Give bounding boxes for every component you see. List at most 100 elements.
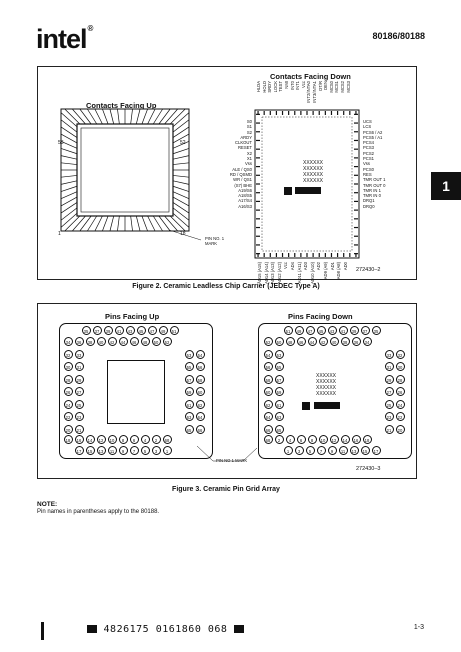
signal-label: WR / QS1 xyxy=(233,177,252,183)
pga-pin: 45 xyxy=(316,325,326,335)
pga-up-package xyxy=(59,323,213,459)
pga-pin: 32 xyxy=(63,349,73,359)
contact-pad xyxy=(354,131,358,133)
contact-pad xyxy=(355,111,357,115)
pga-pin: 65 xyxy=(184,424,194,434)
contact-pad xyxy=(354,244,358,246)
contact-pad xyxy=(306,253,308,257)
pga-pin: 16 xyxy=(74,434,84,444)
signal-label: UCS xyxy=(363,119,372,124)
pga-pin: 52 xyxy=(263,336,273,346)
contact-pad xyxy=(324,111,326,115)
pga-pin: 51 xyxy=(283,325,293,335)
pga-pin: 17 xyxy=(371,445,381,455)
pga-pin: 9 xyxy=(118,445,128,455)
pga-pin: 28 xyxy=(63,374,73,384)
pga-down-pin1-indicator xyxy=(302,402,310,410)
signal-label: HLDA xyxy=(256,81,261,93)
pga-pin: 57 xyxy=(184,374,194,384)
pga-pin: 25 xyxy=(74,399,84,409)
die-marking-line: XXXXXX xyxy=(303,172,324,178)
die-marking-line: XXXXXX xyxy=(316,385,337,391)
pga-pin: 11 xyxy=(107,445,117,455)
pga-pin: 33 xyxy=(74,349,84,359)
fig2-left-title: Contacts Facing Up xyxy=(86,101,157,110)
pga-pin: 8 xyxy=(118,434,128,444)
pga-pin: 26 xyxy=(395,387,405,396)
signal-label: AD9 (A9) xyxy=(323,262,328,280)
pin1-mark-label: PIN NO. 1 MARK xyxy=(205,236,225,246)
pga-pin: 27 xyxy=(74,387,84,396)
die-marking-line: XXXXXX xyxy=(303,166,324,172)
pga-down-marking-bar xyxy=(314,402,340,409)
pga-pin: 25 xyxy=(384,399,394,409)
signal-label: PCS1 xyxy=(363,156,374,162)
contact-pad xyxy=(256,174,260,176)
contact-pad xyxy=(354,148,358,150)
pga-pin: 63 xyxy=(184,412,194,421)
part-number: 80186/80188 xyxy=(372,31,425,41)
contact-pad xyxy=(354,157,358,159)
contact-pad xyxy=(354,253,358,255)
signal-label: S1 xyxy=(246,124,252,130)
contact-pad xyxy=(288,253,290,257)
fig2-doc-number: 272430–2 xyxy=(356,267,381,273)
pga-pin: 23 xyxy=(384,412,394,421)
contact-pad xyxy=(281,253,284,257)
pga-pin: 31 xyxy=(74,362,84,371)
signal-label: AD12 (A12) xyxy=(276,262,282,284)
pga-pin: 48 xyxy=(140,336,150,346)
pga-pin: 22 xyxy=(395,412,405,421)
pga-pin: 8 xyxy=(307,434,317,444)
signal-label: LCS xyxy=(363,124,372,130)
pga-pin: 3 xyxy=(294,445,304,455)
contact-pad xyxy=(256,148,260,150)
signal-label: A16/S3 xyxy=(238,203,252,209)
signal-label: Vss xyxy=(245,161,252,167)
contact-pad xyxy=(256,165,260,168)
signal-label: PCS0 xyxy=(363,166,374,172)
contact-pad xyxy=(275,111,278,115)
pga-pin: 42 xyxy=(107,336,117,346)
lcc-up-pin1-mark xyxy=(168,229,202,241)
signal-label: AD2 xyxy=(316,262,322,271)
signal-label: MCS3 xyxy=(345,81,351,93)
pga-pin: 6 xyxy=(296,434,306,444)
pga-pin: 38 xyxy=(85,336,95,346)
signal-label: PCS6 / A2 xyxy=(363,129,383,135)
pga-pin: 62 xyxy=(263,399,273,409)
pga-pin: 28 xyxy=(395,374,405,384)
pga-pin: 65 xyxy=(274,424,284,434)
pga-pin: 16 xyxy=(351,434,361,444)
registered-mark: ® xyxy=(87,24,94,33)
pga-pin: 12 xyxy=(96,434,106,444)
pga-pin: 30 xyxy=(63,362,73,371)
signal-label: PCS4 xyxy=(363,140,374,146)
pga-pin: 30 xyxy=(395,362,405,371)
corner-52: 52 xyxy=(180,140,186,146)
pga-pin: 58 xyxy=(263,374,273,384)
pga-pin: 38 xyxy=(340,336,350,346)
pga-pin: 32 xyxy=(395,349,405,359)
pga-pin: 1 xyxy=(283,445,293,455)
contact-pad xyxy=(256,244,260,246)
contact-pad xyxy=(294,253,296,257)
signal-label: ARDY xyxy=(240,134,252,140)
signal-label: ALE / QS0 xyxy=(232,166,252,172)
contact-pad xyxy=(256,183,260,185)
signal-label: AD8 (A8) xyxy=(336,262,342,280)
pga-pin: 15 xyxy=(85,445,95,455)
contact-pad xyxy=(354,218,358,220)
contact-pad xyxy=(318,253,320,257)
pga-pin: 14 xyxy=(85,434,95,444)
die-marking-line: XXXXXX xyxy=(316,373,337,379)
pga-pin: 1 xyxy=(162,445,172,455)
signal-label: CLKOUT xyxy=(235,140,252,146)
contact-pad xyxy=(318,111,320,115)
pga-pin: 13 xyxy=(349,445,359,455)
pga-pin1-label: PIN NO 1 MARK xyxy=(216,458,248,463)
contact-pad xyxy=(343,253,345,257)
pga-pin: 34 xyxy=(63,336,73,346)
